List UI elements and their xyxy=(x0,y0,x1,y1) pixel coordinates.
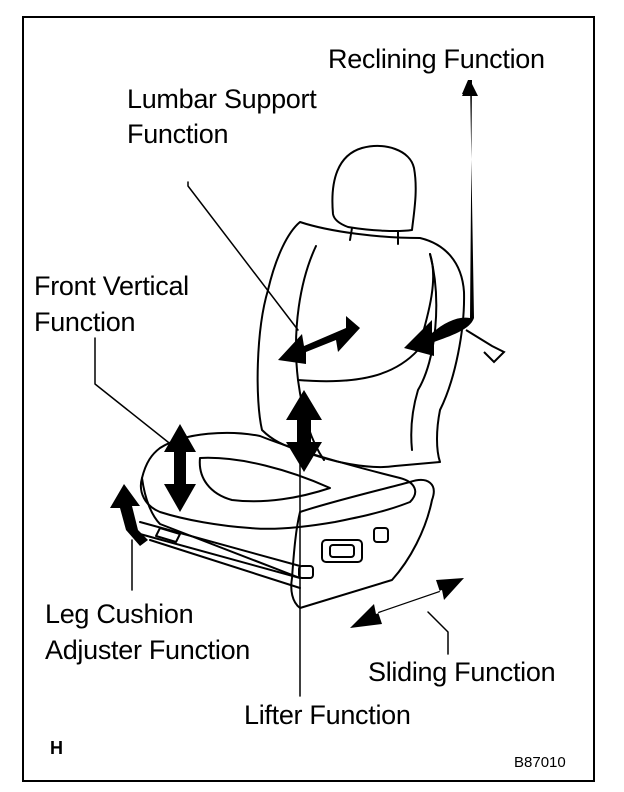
leg-cushion-arrow xyxy=(110,484,148,546)
front-vertical-leader xyxy=(94,337,179,451)
sliding-leader xyxy=(427,611,449,655)
front-vertical-label-line1: Front Vertical xyxy=(34,271,189,301)
leg-cushion-label-line1: Leg Cushion xyxy=(45,599,194,629)
lumbar-support-label-line1: Lumbar Support xyxy=(127,84,317,114)
sliding-arrow xyxy=(350,578,464,628)
seat-switch-main xyxy=(321,539,363,563)
lumbar-support-label-line2: Function xyxy=(127,119,229,149)
front-vertical-arrow xyxy=(164,424,196,512)
seat-switch-small xyxy=(373,527,389,543)
seat-rail xyxy=(139,521,301,589)
seat-back xyxy=(256,221,466,469)
reclining-function-label: Reclining Function xyxy=(328,44,545,74)
sliding-function-label: Sliding Function xyxy=(368,657,556,687)
headrest xyxy=(331,145,417,232)
leg-cushion-label-line2: Adjuster Function xyxy=(45,635,251,665)
seat-cushion-pad xyxy=(198,456,331,503)
seat-switch-left xyxy=(298,565,314,579)
lifter-arrow xyxy=(286,390,322,472)
seat-back-bolster xyxy=(410,253,438,451)
lifter-function-label: Lifter Function xyxy=(244,700,411,730)
front-vertical-label-line2: Function xyxy=(34,307,136,337)
figure-frame xyxy=(22,16,595,782)
figure-code: B87010 xyxy=(514,754,566,771)
seat-back-panel xyxy=(295,245,435,383)
side-shield xyxy=(290,479,435,609)
lumbar-leader xyxy=(187,181,299,331)
reclining-arrow xyxy=(404,80,476,356)
corner-letter: H xyxy=(50,738,63,758)
lumbar-arrow xyxy=(278,316,360,364)
seat-cushion xyxy=(140,431,417,530)
